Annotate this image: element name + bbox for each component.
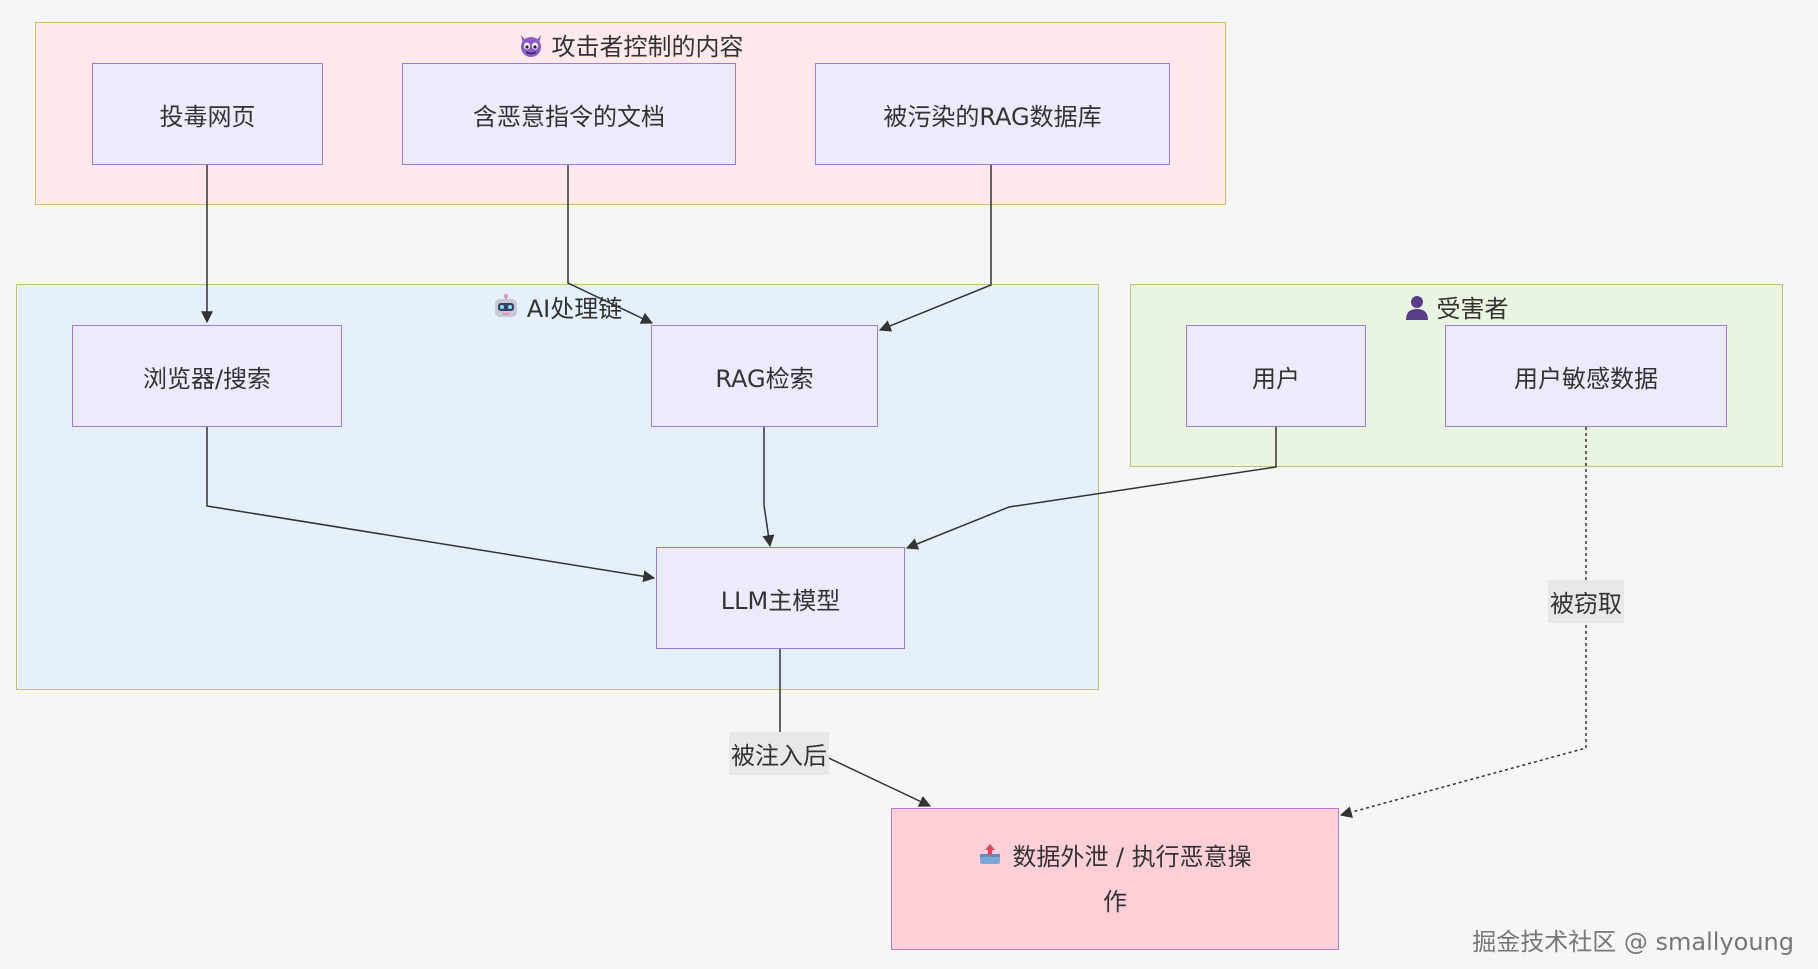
- edge-browser-to-llm: [206, 427, 656, 583]
- node-llm-main: LLM主模型: [656, 547, 905, 649]
- edge-rag-to-llm: [762, 427, 775, 548]
- edge-label-stolen: 被窃取: [1548, 580, 1624, 623]
- node-user-label: 用户: [1252, 364, 1300, 393]
- node-browser-search: 浏览器/搜索: [72, 325, 342, 427]
- node-user-sensitive-data-label: 用户敏感数据: [1514, 364, 1658, 393]
- edge-user-to-llm: [905, 427, 1277, 550]
- group-attacker-label: 攻击者控制的内容: [551, 33, 744, 61]
- group-ai-title: AI处理链: [17, 289, 1098, 326]
- node-user: 用户: [1186, 325, 1366, 427]
- node-poison-page: 投毒网页: [92, 63, 323, 165]
- node-malicious-doc-label: 含恶意指令的文档: [473, 102, 665, 131]
- node-exfiltration-line1: 数据外泄 / 执行恶意操: [978, 835, 1252, 880]
- edge-llm-to-exfiltration: [779, 649, 932, 807]
- group-victim-label: 受害者: [1436, 295, 1509, 323]
- outbox-tray-icon: [978, 836, 1002, 880]
- node-poison-page-label: 投毒网页: [159, 102, 256, 131]
- node-rag-retrieval: RAG检索: [651, 325, 878, 427]
- group-victim-title: 受害者: [1131, 289, 1782, 326]
- edge-doc-to-rag: [567, 165, 654, 324]
- node-user-sensitive-data: 用户敏感数据: [1445, 325, 1727, 427]
- group-ai-label: AI处理链: [526, 295, 623, 323]
- node-poisoned-rag-db-label: 被污染的RAG数据库: [883, 102, 1102, 131]
- edge-sensitive-data-to-exfiltration: [1339, 427, 1587, 818]
- node-exfiltration: 数据外泄 / 执行恶意操 作: [891, 808, 1339, 950]
- group-attacker-title: 攻击者控制的内容: [36, 27, 1225, 64]
- node-malicious-doc: 含恶意指令的文档: [402, 63, 736, 165]
- node-exfiltration-label-2: 作: [1103, 887, 1127, 916]
- node-browser-search-label: 浏览器/搜索: [142, 364, 272, 393]
- node-rag-retrieval-label: RAG检索: [715, 364, 814, 393]
- edge-db-to-rag: [878, 165, 992, 332]
- devil-icon: [518, 32, 544, 64]
- node-exfiltration-label-1: 数据外泄 / 执行恶意操: [1012, 842, 1252, 871]
- watermark: 掘金技术社区 @ smallyoung: [1472, 928, 1794, 956]
- user-silhouette-icon: [1405, 294, 1429, 326]
- node-poisoned-rag-db: 被污染的RAG数据库: [815, 63, 1170, 165]
- edge-label-after-injection: 被注入后: [729, 732, 829, 775]
- node-llm-main-label: LLM主模型: [720, 586, 841, 615]
- robot-icon: [493, 294, 519, 326]
